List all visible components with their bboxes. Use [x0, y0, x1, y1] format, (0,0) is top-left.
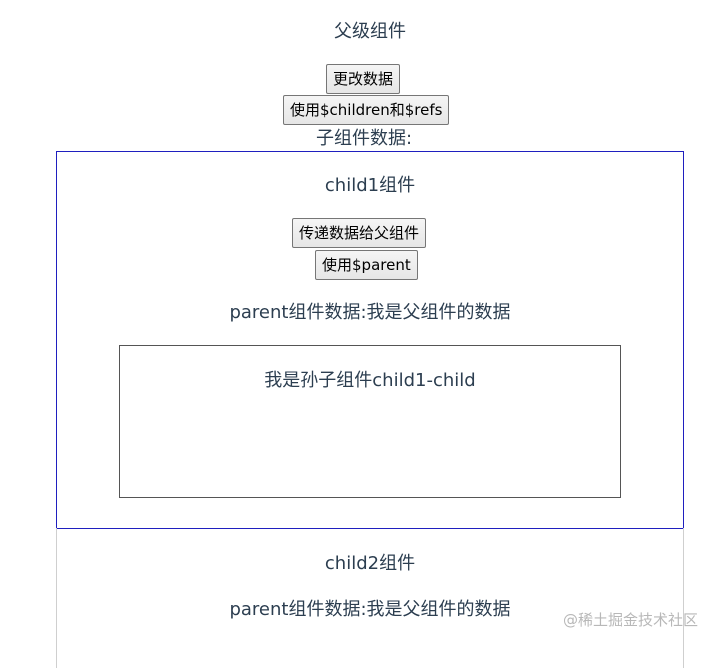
grandchild-title: 我是孙子组件child1-child — [264, 370, 476, 391]
watermark: @稀土掘金技术社区 — [562, 611, 698, 629]
use-parent-button[interactable]: 使用$parent — [315, 250, 418, 280]
child2-title: child2组件 — [324, 553, 416, 574]
child1-title: child1组件 — [324, 175, 416, 196]
use-children-refs-button[interactable]: 使用$children和$refs — [283, 95, 450, 125]
child1-component — [56, 151, 684, 529]
child2-component — [56, 528, 684, 668]
grandchild-component — [119, 345, 621, 498]
child2-parent-data-text: parent组件数据:我是父组件的数据 — [229, 599, 511, 620]
child-data-label: 子组件数据: — [315, 128, 413, 149]
change-data-button[interactable]: 更改数据 — [326, 64, 401, 94]
parent-component-title: 父级组件 — [334, 21, 406, 42]
pass-data-to-parent-button[interactable]: 传递数据给父组件 — [292, 218, 427, 248]
child1-parent-data-text: parent组件数据:我是父组件的数据 — [229, 302, 511, 323]
